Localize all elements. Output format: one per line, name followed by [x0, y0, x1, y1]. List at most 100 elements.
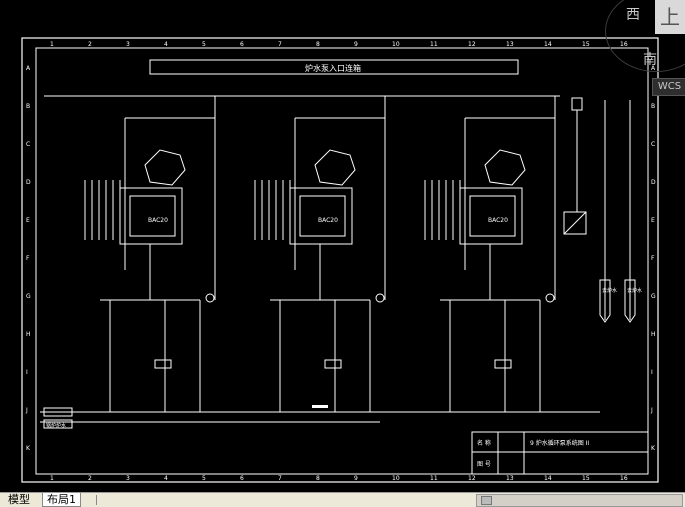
drawing-inner-frame [35, 47, 649, 475]
tab-layout1[interactable]: 布局1 [42, 493, 81, 507]
pump-motor-head [484, 149, 526, 186]
row-letter: A [26, 65, 31, 72]
column-number-bottom: 2 [88, 475, 92, 482]
column-number: 10 [392, 41, 400, 48]
pump-group: BAC20 [84, 96, 216, 412]
column-number: 2 [88, 41, 92, 48]
right-tank [571, 97, 583, 111]
pump-gauge [545, 293, 555, 303]
column-number-bottom: 5 [202, 475, 206, 482]
column-number: 8 [316, 41, 320, 48]
column-number: 11 [430, 41, 438, 48]
scrollbar-thumb[interactable] [481, 496, 492, 505]
pump-motor-head [144, 149, 186, 186]
pump-group: BAC20 [254, 96, 386, 412]
row-letter: J [25, 407, 28, 414]
drawing-outer-frame [21, 37, 659, 483]
column-number: 13 [506, 41, 514, 48]
pump-groups: BAC20 BAC20 BAC20 [84, 96, 556, 412]
tab-model[interactable]: 模型 [8, 493, 30, 506]
column-number-bottom: 11 [430, 475, 438, 482]
column-number-bottom: 8 [316, 475, 320, 482]
pump-label: BAC20 [148, 217, 168, 224]
column-number: 15 [582, 41, 590, 48]
pump-gauge [205, 293, 215, 303]
column-number-bottom: 16 [620, 475, 628, 482]
column-number-bottom: 9 [354, 475, 358, 482]
left-inlet-box-1 [43, 407, 73, 417]
title-block [471, 431, 649, 475]
column-number-strip: 1122334455667788991010111112121313141415… [50, 41, 628, 482]
title-block-name-label: 名 称 [477, 439, 491, 447]
right-heat-exchanger [563, 211, 587, 235]
pump-body-inner [299, 195, 346, 237]
row-letter: F [26, 255, 30, 262]
column-number-bottom: 14 [544, 475, 552, 482]
pump-motor-head [314, 149, 356, 186]
left-box-label: 锅炉炉水 [46, 422, 66, 429]
row-letter-right: K [651, 445, 656, 452]
column-number-bottom: 3 [126, 475, 130, 482]
row-letter: E [26, 217, 30, 224]
row-letter-right: I [651, 369, 653, 376]
viewcube-south-label[interactable]: 南 [643, 52, 657, 68]
cad-drawing-canvas[interactable]: 1122334455667788991010111112121313141415… [0, 0, 685, 492]
row-letter-right: H [651, 331, 656, 338]
pump-drain-valve [494, 359, 512, 369]
left-inlet-box-2 [43, 419, 73, 429]
column-number-bottom: 10 [392, 475, 400, 482]
layout-tab-bar: 模型 布局1 [0, 492, 685, 507]
column-number-bottom: 4 [164, 475, 168, 482]
row-letter-right: G [651, 293, 656, 300]
column-number: 5 [202, 41, 206, 48]
column-number-bottom: 6 [240, 475, 244, 482]
scale-bar [312, 405, 328, 408]
row-letter-right: D [651, 179, 656, 186]
title-block-number-label: 图 号 [477, 461, 491, 468]
column-number: 9 [354, 41, 358, 48]
column-number: 1 [50, 41, 54, 48]
row-letter: B [26, 103, 30, 110]
right-arrow-2 [624, 279, 636, 323]
exchanger-diagonal [563, 211, 587, 235]
column-number: 7 [278, 41, 282, 48]
horizontal-scrollbar[interactable] [476, 494, 683, 507]
column-number-bottom: 13 [506, 475, 514, 482]
column-number: 4 [164, 41, 168, 48]
pump-label: BAC20 [318, 217, 338, 224]
pump-body-inner [469, 195, 516, 237]
title-block-name-value: 9 炉水循环泵系统图 II [530, 439, 589, 447]
pump-drain-valve [154, 359, 172, 369]
column-number: 6 [240, 41, 244, 48]
row-letter: D [26, 179, 31, 186]
row-letter: C [26, 141, 30, 148]
header-box [149, 59, 519, 75]
row-letter-right: E [651, 217, 655, 224]
column-number-bottom: 7 [278, 475, 282, 482]
column-number-bottom: 15 [582, 475, 590, 482]
row-letter: I [26, 369, 28, 376]
right-arrow-1 [599, 279, 611, 323]
pump-body-inner [129, 195, 176, 237]
pump-drain-valve [324, 359, 342, 369]
wcs-menu-button[interactable]: WCS [652, 78, 685, 96]
row-letter-right: F [651, 255, 655, 262]
column-number-bottom: 12 [468, 475, 476, 482]
pump-group: BAC20 [424, 96, 556, 412]
row-letter-right: C [651, 141, 655, 148]
row-letter-right: B [651, 103, 655, 110]
column-number: 14 [544, 41, 552, 48]
header-title: 炉水泵入口连箱 [305, 63, 361, 73]
column-number-bottom: 1 [50, 475, 54, 482]
right-label-1: 去炉水 [602, 287, 617, 294]
row-letter: G [26, 293, 31, 300]
pump-label: BAC20 [488, 217, 508, 224]
row-letter: H [26, 331, 31, 338]
pump-gauge [375, 293, 385, 303]
tab-separator [96, 495, 97, 505]
column-number: 12 [468, 41, 476, 48]
row-letter-right: J [650, 407, 653, 414]
row-letter: K [26, 445, 31, 452]
viewcube-top-face[interactable]: 上 [655, 0, 685, 34]
